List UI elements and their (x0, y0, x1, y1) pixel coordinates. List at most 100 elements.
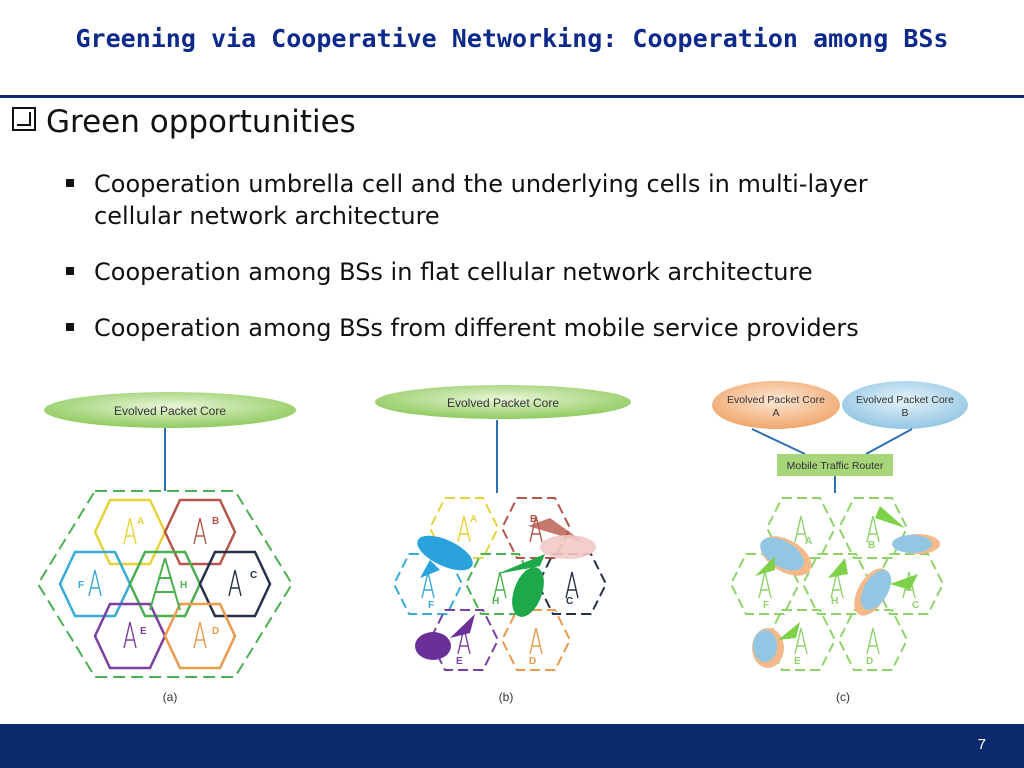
cell-label: F (78, 580, 84, 591)
tower-icon (88, 569, 102, 597)
core-label: Evolved Packet Core (447, 396, 559, 410)
cell-f (58, 550, 132, 618)
tower-icon (565, 571, 579, 599)
core-a-id: A (772, 407, 779, 419)
tower-icon (457, 515, 471, 543)
core-link (751, 428, 806, 455)
cell-label: B (212, 516, 219, 527)
cell-label: D (529, 656, 536, 667)
core-a-label: Evolved Packet Core (727, 394, 825, 406)
cell-labels-b: A B C D E F H (428, 514, 573, 667)
core-ellipse (375, 385, 631, 419)
tower-icon (228, 569, 242, 597)
beam-shape (497, 554, 545, 574)
title-divider (0, 95, 1024, 98)
coverage-ellipse (892, 535, 932, 553)
panel-c: Evolved Packet Core A Evolved Packet Cor… (712, 381, 968, 704)
coverage-ellipse (753, 630, 777, 662)
cell-label: H (180, 580, 187, 591)
bullet-list: Cooperation umbrella cell and the underl… (62, 168, 962, 368)
cell-label: E (140, 626, 147, 637)
beam-shape (778, 622, 800, 640)
bullet-item: Cooperation among BSs from different mob… (62, 312, 962, 344)
cell-e (93, 602, 167, 670)
cell-label: C (250, 570, 257, 581)
coverage-beams-c (752, 506, 940, 668)
coverage-ellipse (417, 535, 473, 571)
tower-icon (794, 627, 808, 655)
cell-label: H (831, 596, 838, 607)
bullet-item: Cooperation umbrella cell and the underl… (62, 168, 962, 232)
cell-label: A (470, 514, 477, 525)
slide-title: Greening via Cooperative Networking: Coo… (75, 24, 949, 53)
tower-icon (866, 627, 880, 655)
bullet-item: Cooperation among BSs in flat cellular n… (62, 256, 962, 288)
coverage-ellipse (860, 570, 892, 610)
cell-label: C (912, 600, 919, 611)
tower-icon (529, 627, 543, 655)
tower-icon (149, 557, 181, 611)
cell-label: H (492, 596, 499, 607)
beam-shape (755, 556, 775, 576)
coverage-ellipse (512, 567, 544, 617)
core-b-ellipse (842, 381, 968, 429)
traffic-router (777, 454, 893, 476)
tower-icon (193, 517, 207, 545)
coverage-ellipse (540, 535, 596, 559)
cell-a (428, 497, 500, 559)
tower-icon (493, 571, 507, 599)
beam-shape (828, 558, 848, 578)
cell-d (837, 609, 909, 671)
beam-shape (450, 614, 475, 638)
cell-grid-a (58, 498, 272, 670)
panel-a: Evolved Packet Core A B C D E F (36, 392, 296, 704)
coverage-ellipse (415, 632, 451, 660)
cell-label: B (530, 514, 537, 525)
core-b-id: B (901, 407, 908, 419)
tower-icon (193, 621, 207, 649)
checkbox-bullet-icon (12, 107, 36, 131)
cell-label: F (428, 600, 434, 611)
footer-bar: 7 (0, 724, 1024, 768)
core-a-ellipse (712, 381, 840, 429)
cell-b (500, 497, 572, 559)
beam-shape (875, 506, 905, 528)
panel-caption: (b) (499, 690, 514, 704)
coverage-beams-b (415, 518, 596, 660)
panel-caption: (c) (836, 690, 850, 704)
cell-label: C (566, 596, 573, 607)
cell-b (163, 498, 237, 566)
cell-label: A (805, 536, 812, 547)
tower-icon (866, 515, 880, 543)
cell-label: B (868, 540, 875, 551)
cell-label: E (794, 656, 801, 667)
cell-b (837, 497, 909, 559)
cell-e (428, 609, 500, 671)
cell-c (536, 553, 608, 615)
cell-labels-a: A B C D E F H (78, 516, 257, 637)
cell-c (873, 553, 945, 615)
cell-h (128, 550, 202, 618)
page-number: 7 (977, 736, 986, 753)
cell-h (801, 553, 873, 615)
cell-d (500, 609, 572, 671)
cell-d (163, 602, 237, 670)
beam-shape (420, 560, 440, 578)
tower-icon (123, 621, 137, 649)
core-ellipse (44, 392, 296, 428)
tower-icon (123, 517, 137, 545)
router-label: Mobile Traffic Router (787, 460, 884, 472)
cell-c (198, 550, 272, 618)
network-diagram: Evolved Packet Core A B C D E F (36, 381, 968, 704)
tower-icons-c (758, 515, 916, 655)
cell-e (765, 609, 837, 671)
cell-label: D (866, 656, 873, 667)
panel-caption: (a) (163, 690, 178, 704)
section-heading-text: Green opportunities (46, 104, 356, 140)
core-label: Evolved Packet Core (114, 404, 226, 418)
cell-label: F (763, 600, 769, 611)
core-b-label: Evolved Packet Core (856, 394, 954, 406)
tower-icons-a (88, 517, 242, 649)
tower-icon (758, 571, 772, 599)
panel-b: Evolved Packet Core (375, 385, 631, 704)
